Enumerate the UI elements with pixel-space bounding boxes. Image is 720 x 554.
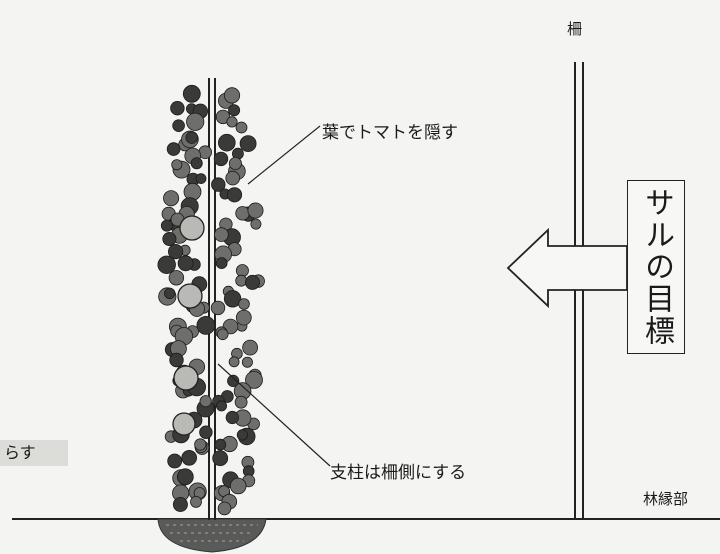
leaf <box>217 501 232 516</box>
leaf <box>229 477 247 495</box>
leaf <box>181 449 198 466</box>
leaf <box>169 352 184 368</box>
leaf <box>194 438 207 451</box>
leaf <box>211 177 226 192</box>
leaf <box>172 119 185 132</box>
leaf <box>157 255 176 274</box>
tomato-plant <box>157 84 265 516</box>
leaf <box>223 87 241 104</box>
leaf <box>199 425 213 439</box>
leaf <box>235 309 252 326</box>
leaf <box>225 170 241 186</box>
fence-label: 柵 <box>567 20 583 38</box>
leaf <box>190 157 203 170</box>
leaf <box>163 190 180 207</box>
leaf <box>225 410 239 425</box>
leaf <box>236 429 248 441</box>
monkey-target-label: サルの目標 <box>639 187 674 347</box>
leaf <box>245 370 263 389</box>
leaf <box>185 131 199 144</box>
leaf <box>216 328 229 341</box>
leaf <box>250 218 262 230</box>
forest-edge-label: 林縁部 <box>643 490 689 508</box>
tomato-fruits <box>172 215 205 436</box>
leaf <box>167 453 183 469</box>
monkey-arrow-icon <box>506 227 628 309</box>
leaf <box>170 100 185 116</box>
cropped-left-label: らす <box>0 440 68 466</box>
leaf <box>247 202 264 219</box>
leaf <box>163 287 176 300</box>
leaf <box>195 173 207 185</box>
leaf <box>228 356 240 368</box>
leaf <box>226 187 243 203</box>
leaf <box>182 84 201 103</box>
leaf <box>239 135 257 153</box>
leaf <box>210 300 226 316</box>
leaf <box>226 116 238 128</box>
leaf-hide-label: 葉でトマトを隠す <box>322 123 458 143</box>
leaf <box>235 264 249 278</box>
leaf <box>177 255 194 272</box>
leaf <box>160 219 173 232</box>
leaf <box>186 112 205 131</box>
leaf <box>213 151 229 167</box>
leaf <box>223 290 242 308</box>
leaf <box>215 257 228 270</box>
leaf <box>215 400 227 412</box>
leaf <box>168 244 184 260</box>
leaf <box>227 374 240 387</box>
leaf <box>235 206 250 221</box>
soil-mound <box>157 518 267 553</box>
leaf <box>235 274 248 287</box>
leaf <box>166 142 181 156</box>
leaf <box>235 121 248 134</box>
stake-leader-line <box>217 363 331 467</box>
leaf <box>228 104 241 117</box>
leaf <box>176 468 194 486</box>
leaf <box>242 339 259 356</box>
leaf <box>162 231 177 246</box>
leaf <box>234 395 248 409</box>
monkey-target-box: サルの目標 <box>627 180 685 354</box>
stake-side-label: 支柱は柵側にする <box>330 463 467 483</box>
leaf <box>244 274 260 290</box>
leaf <box>190 495 202 508</box>
leaf <box>218 133 236 152</box>
leaf <box>171 159 183 171</box>
leaf <box>214 227 229 242</box>
leaf <box>238 298 250 310</box>
leaf <box>199 395 212 408</box>
leaf <box>212 450 229 467</box>
leaf <box>228 156 242 170</box>
leaf <box>196 315 216 335</box>
leaf-leader-line <box>247 125 321 185</box>
leaf <box>214 438 227 451</box>
leaf <box>168 270 185 286</box>
leaf <box>241 356 253 368</box>
leaf <box>172 496 188 512</box>
